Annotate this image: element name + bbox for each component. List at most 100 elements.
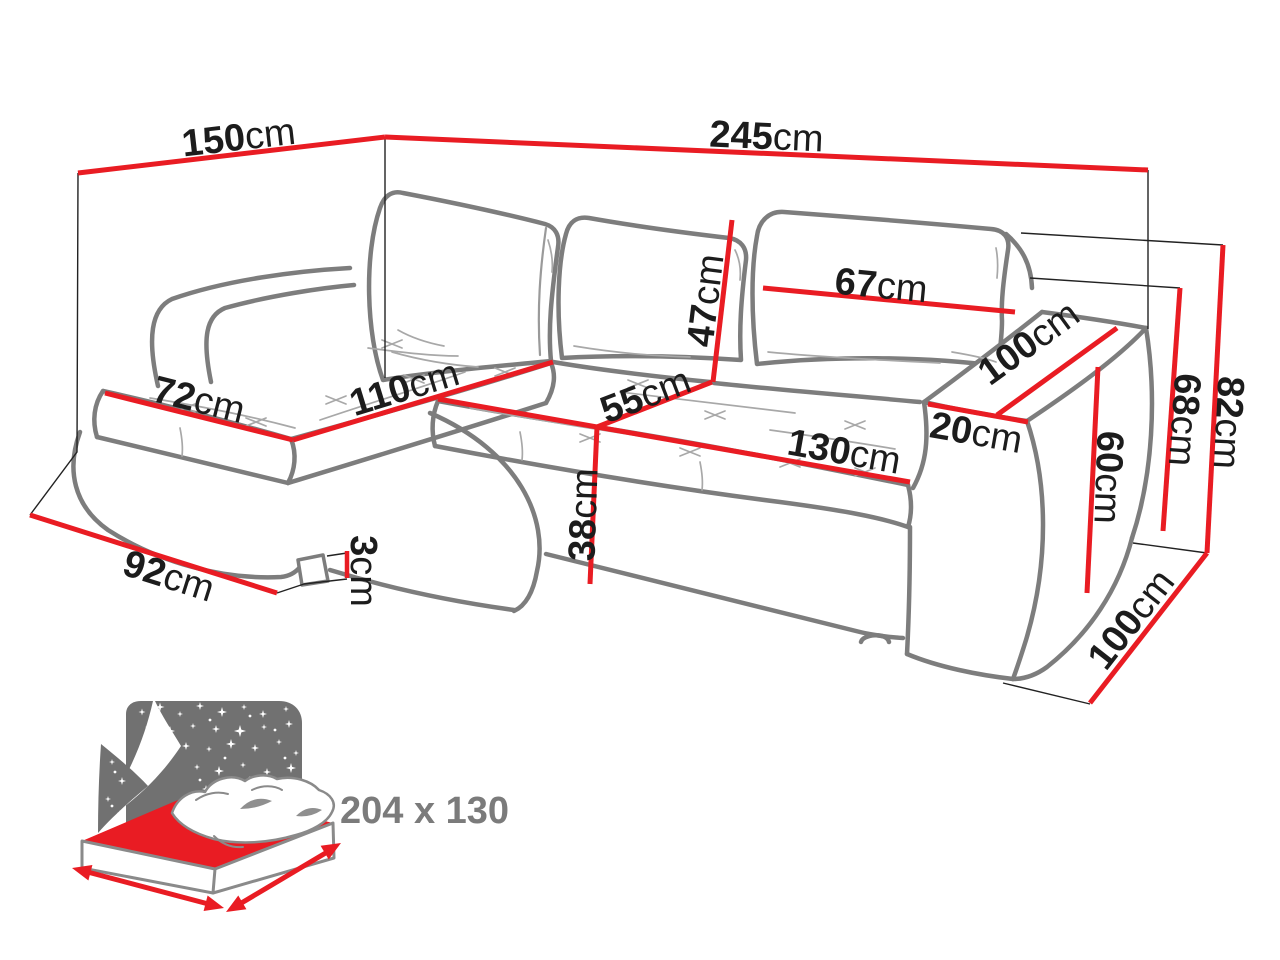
dimension-line-38 bbox=[587, 426, 600, 585]
sofa-outline-path bbox=[904, 524, 913, 657]
sofa-detail-path bbox=[619, 391, 796, 414]
sofa-detail-path bbox=[149, 397, 296, 429]
dimension-label-82: 82cm bbox=[1205, 375, 1252, 470]
length-arrow bbox=[79, 867, 217, 909]
arrowhead bbox=[226, 895, 247, 912]
dimension-unit: cm bbox=[563, 467, 607, 519]
dimension-label-20: 20cm bbox=[927, 404, 1026, 462]
sofa-detail-path bbox=[769, 429, 896, 450]
sofa-detail-path bbox=[627, 379, 649, 389]
dimension-unit: cm bbox=[772, 116, 824, 160]
star-dot-icon bbox=[150, 716, 154, 720]
sofa-outline-path bbox=[550, 359, 713, 385]
sofa-detail-path bbox=[325, 395, 347, 405]
dimension-value: 150 bbox=[180, 116, 248, 165]
dimension-value: 130 bbox=[784, 422, 854, 474]
dimension-line-110 bbox=[292, 359, 554, 443]
sofa-foot bbox=[296, 553, 330, 587]
sofa-outline-path bbox=[92, 388, 106, 440]
dimension-value: 20 bbox=[927, 404, 976, 453]
sofa-detail-path bbox=[679, 447, 701, 457]
sofa-outline-path bbox=[1003, 231, 1035, 291]
dimension-unit: cm bbox=[342, 556, 384, 607]
sofa-outline-path bbox=[327, 567, 517, 613]
star-dot-icon bbox=[208, 718, 212, 722]
sofa-outline-path bbox=[71, 429, 303, 580]
sleeping-size-label: 204 x 130 bbox=[340, 790, 509, 832]
guide-line bbox=[326, 552, 348, 557]
dimension-unit: cm bbox=[968, 412, 1025, 462]
sofa-outline-path bbox=[1010, 535, 1135, 682]
sofa-detail-path bbox=[179, 427, 184, 457]
sofa-foot bbox=[858, 633, 892, 645]
dimension-label-38: 38cm bbox=[561, 467, 606, 561]
sofa-detail-path bbox=[403, 374, 425, 384]
dimension-unit: cm bbox=[875, 265, 929, 312]
sofa-detail-path bbox=[319, 371, 466, 421]
dimension-unit: cm bbox=[847, 433, 904, 483]
dimension-lines bbox=[29, 134, 1226, 705]
star-dot-icon bbox=[158, 740, 162, 744]
dimension-line-72 bbox=[104, 390, 294, 443]
sofa-outline-path bbox=[427, 410, 542, 614]
dimension-unit: cm bbox=[1205, 417, 1250, 470]
sofa-outline-path bbox=[204, 282, 357, 385]
sofa-detail-path bbox=[397, 329, 445, 347]
sofa-outline-path bbox=[921, 309, 1045, 405]
star-dot-icon bbox=[198, 778, 202, 782]
dimension-line-82 bbox=[1204, 244, 1226, 554]
dimension-label-130: 130cm bbox=[784, 422, 904, 483]
sofa-outline-path bbox=[149, 265, 353, 389]
sofa-detail-path bbox=[547, 239, 554, 273]
dimension-value: 68 bbox=[1163, 372, 1208, 417]
sofa-outline-path bbox=[1039, 309, 1149, 331]
dimension-line-130 bbox=[596, 424, 911, 485]
guide-line bbox=[1020, 232, 1224, 246]
dimension-line-100-depth bbox=[1088, 551, 1209, 705]
dimension-label-3: 3cm bbox=[342, 535, 384, 607]
duvet-fold bbox=[195, 791, 229, 801]
arrowhead bbox=[72, 865, 93, 881]
dimension-value: 72 bbox=[149, 369, 200, 420]
dimension-unit: cm bbox=[685, 252, 733, 307]
sofa-detail-path bbox=[767, 351, 941, 364]
moon-swoosh bbox=[90, 701, 181, 828]
sofa-outline-path bbox=[905, 482, 914, 530]
guide-line bbox=[1132, 542, 1208, 554]
sleeping-size-icon: 204 x 130 bbox=[72, 701, 509, 912]
sofa-detail-path bbox=[995, 247, 999, 279]
dimension-unit: cm bbox=[1085, 473, 1129, 525]
dimension-line-100-armrest bbox=[995, 325, 1119, 418]
dimension-line-68 bbox=[1160, 287, 1183, 532]
guide-lines bbox=[29, 137, 1224, 705]
armrest-side-face bbox=[1013, 328, 1152, 679]
sofa-detail-path bbox=[704, 410, 726, 420]
mattress-corner-crease bbox=[211, 867, 217, 895]
dimension-line-92 bbox=[29, 512, 278, 596]
star-dot-icon bbox=[223, 756, 227, 760]
arrowhead bbox=[320, 843, 341, 860]
sofa-outline-path bbox=[94, 434, 291, 486]
sofa-outline-path bbox=[430, 398, 441, 449]
sofa-outline-path bbox=[711, 380, 923, 405]
size-arrows bbox=[72, 843, 341, 912]
dimension-label-68: 68cm bbox=[1160, 372, 1208, 468]
sleeping-size-value: 204 x 130 bbox=[340, 790, 509, 832]
sofa-detail-path bbox=[573, 345, 691, 358]
dimension-value: 60 bbox=[1087, 430, 1130, 474]
sofa-detail-path bbox=[391, 351, 479, 368]
armrest-top-face bbox=[924, 312, 1146, 421]
dimension-label-67: 67cm bbox=[833, 261, 930, 312]
guide-line bbox=[276, 583, 305, 594]
dimension-label-72: 72cm bbox=[149, 369, 249, 432]
back-pillow-left bbox=[366, 190, 561, 383]
dimension-line-67 bbox=[762, 285, 1016, 315]
dimension-label-245: 245cm bbox=[709, 114, 825, 161]
dimension-label-92: 92cm bbox=[118, 543, 219, 611]
sofa-detail-path bbox=[951, 351, 997, 363]
dimension-line-245 bbox=[384, 134, 1149, 173]
sofa-detail-path bbox=[844, 420, 866, 430]
dimension-value: 245 bbox=[709, 114, 774, 159]
dimension-label-60: 60cm bbox=[1085, 430, 1130, 524]
